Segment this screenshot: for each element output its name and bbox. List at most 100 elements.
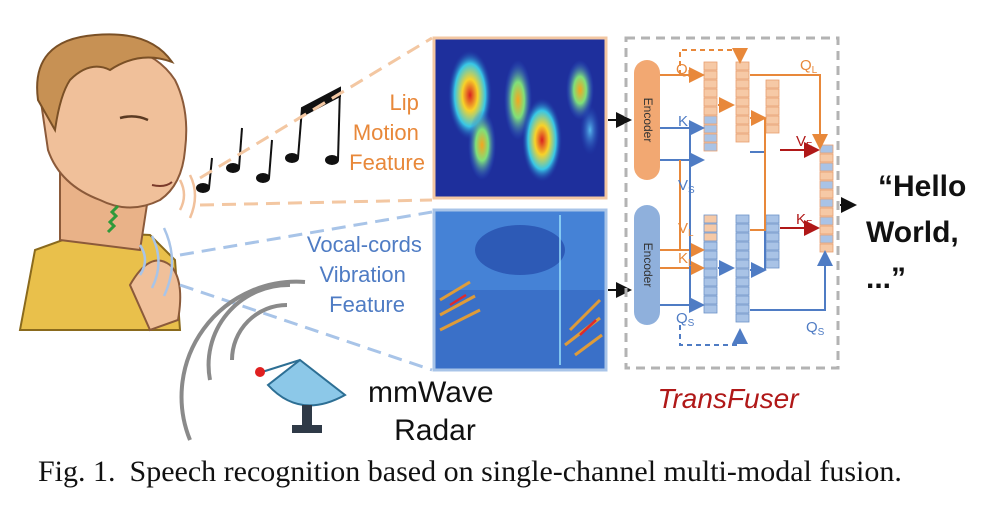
radar-dish-icon — [255, 358, 347, 433]
token-block — [819, 234, 834, 244]
token-block — [765, 79, 780, 89]
music-notes-icon — [196, 86, 341, 193]
output-line-1: “Hello — [878, 170, 966, 203]
caption-text: Speech recognition based on single-chann… — [129, 455, 902, 488]
token-block — [735, 133, 750, 143]
lip-label-line-3: Feature — [349, 150, 425, 175]
token-block — [735, 124, 750, 134]
vocal-label-line-1: Vocal-cords — [307, 232, 422, 257]
token-qs-2: QS — [806, 319, 825, 338]
token-block — [735, 268, 750, 278]
token-block — [703, 214, 718, 224]
token-block — [765, 97, 780, 107]
token-vl: VL — [678, 220, 694, 239]
token-block — [735, 295, 750, 305]
token-block — [703, 277, 718, 287]
token-block — [703, 268, 718, 278]
token-block — [735, 79, 750, 89]
token-block — [735, 313, 750, 323]
transfuser-box — [624, 36, 840, 370]
token-block — [819, 243, 834, 253]
token-kl: KL — [678, 250, 694, 269]
token-block — [735, 70, 750, 80]
token-block — [765, 106, 780, 116]
token-block — [765, 259, 780, 269]
token-block — [703, 241, 718, 251]
token-block — [703, 142, 718, 152]
radar-label-line-1: mmWave — [368, 376, 494, 409]
token-block — [765, 124, 780, 134]
lip-encoder-label: Encoder — [641, 98, 655, 143]
token-block — [735, 61, 750, 71]
token-block — [703, 223, 718, 233]
projection-lines — [179, 36, 433, 372]
token-block — [819, 162, 834, 172]
token-block — [735, 286, 750, 296]
token-block — [765, 241, 780, 251]
token-block — [819, 144, 834, 154]
vocal-label-line-2: Vibration — [319, 262, 405, 287]
radar-wave-arcs — [179, 279, 306, 441]
token-block — [703, 106, 718, 116]
token-block — [703, 70, 718, 80]
token-block — [735, 232, 750, 242]
token-block — [735, 277, 750, 287]
output-text: “Hello World, ...” — [866, 170, 975, 295]
token-block — [703, 124, 718, 134]
token-block — [703, 232, 718, 242]
token-block — [819, 198, 834, 208]
token-block — [735, 241, 750, 251]
output-line-2: World, — [866, 216, 959, 249]
token-block — [819, 207, 834, 217]
vocal-encoder — [634, 205, 660, 325]
token-qs-1: QS — [676, 310, 695, 329]
token-block — [819, 171, 834, 181]
token-block — [735, 97, 750, 107]
token-block — [765, 250, 780, 260]
token-block — [765, 115, 780, 125]
token-block — [819, 216, 834, 226]
output-line-3: ...” — [866, 262, 906, 295]
token-block — [735, 250, 750, 260]
token-block — [735, 115, 750, 125]
vocal-spectrogram — [432, 208, 608, 372]
token-ql-2: QL — [800, 57, 818, 76]
token-block — [703, 79, 718, 89]
token-block — [703, 259, 718, 269]
token-block — [703, 304, 718, 314]
token-block — [765, 88, 780, 98]
vocal-encoder-label: Encoder — [641, 243, 655, 288]
lip-motion-heatmap — [432, 36, 608, 200]
token-block — [765, 232, 780, 242]
token-ql-1: QL — [676, 61, 694, 80]
token-vf: VF — [796, 133, 812, 152]
token-block — [735, 214, 750, 224]
token-block — [735, 88, 750, 98]
token-block — [703, 61, 718, 71]
lip-encoder — [634, 60, 660, 180]
token-block — [735, 106, 750, 116]
lip-label-line-1: Lip — [390, 90, 419, 115]
token-block — [735, 304, 750, 314]
token-kf: KF — [796, 211, 812, 230]
token-block — [703, 250, 718, 260]
token-labels: QL KS VS VL KL QS QL VF KF QS — [676, 57, 825, 338]
radar-label: mmWave Radar — [368, 376, 502, 447]
caption-label: Fig. 1. — [38, 455, 116, 488]
token-block — [765, 223, 780, 233]
token-ks: KS — [678, 113, 695, 132]
token-block — [703, 295, 718, 305]
sound-wave-arcs — [138, 174, 197, 297]
token-block — [735, 223, 750, 233]
token-block — [703, 97, 718, 107]
token-block — [819, 153, 834, 163]
figure-caption: Fig. 1. Speech recognition based on singl… — [38, 455, 902, 489]
token-columns — [703, 61, 834, 323]
token-block — [703, 133, 718, 143]
attention-flow-lines — [660, 48, 857, 346]
token-block — [765, 214, 780, 224]
token-block — [703, 115, 718, 125]
token-vs: VS — [678, 177, 695, 196]
token-block — [735, 259, 750, 269]
